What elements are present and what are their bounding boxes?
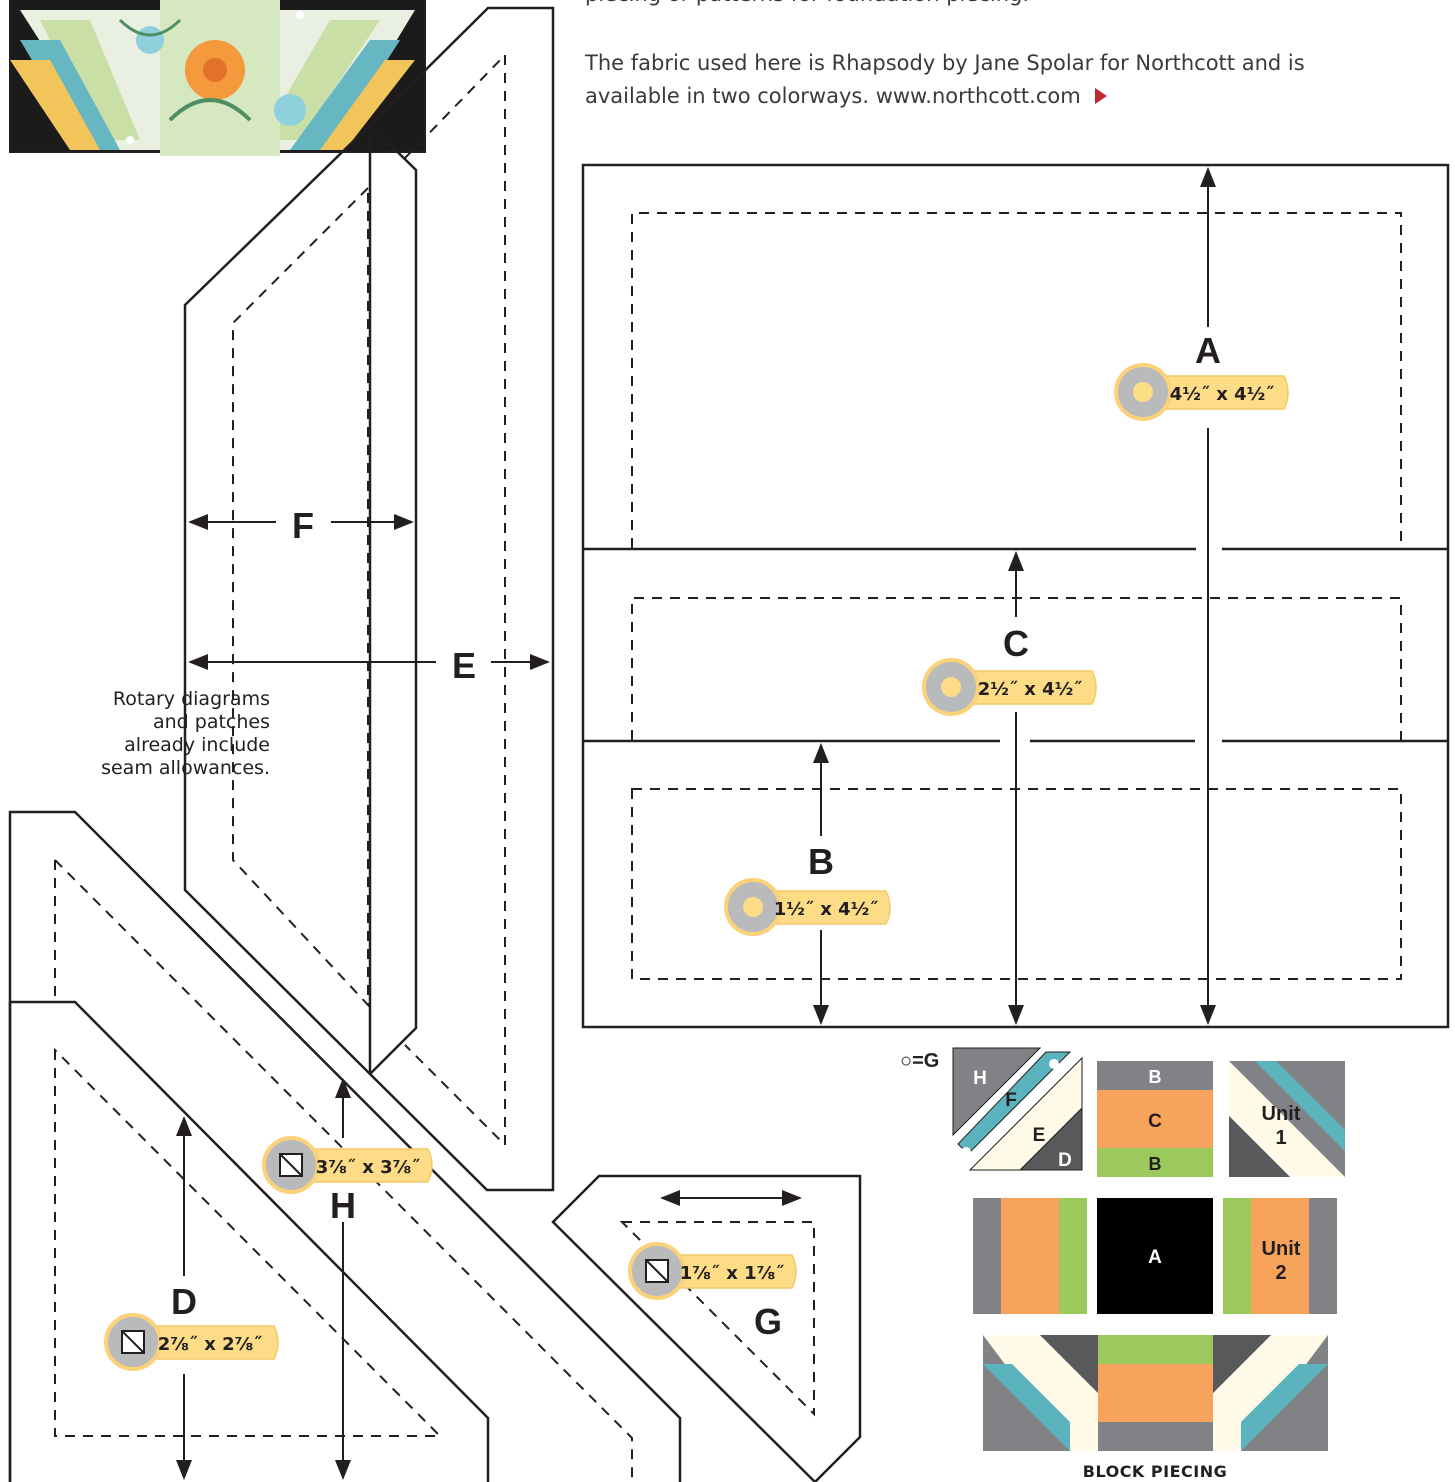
patch-D-letter: D (171, 1281, 197, 1322)
patch-E-letter: E (452, 645, 476, 686)
unit1-label-line2: 1 (1275, 1127, 1286, 1149)
size-H-text: 3⅞˝ x 3⅞˝ (316, 1157, 420, 1178)
size-C-text: 2½˝ x 4½˝ (978, 679, 1082, 700)
size-G-text: 1⅞˝ x 1⅞˝ (680, 1263, 784, 1284)
piecing-legend: ○=G (900, 1050, 939, 1072)
patch-H-outline (8, 810, 682, 1482)
block-photo (9, 0, 426, 156)
size-label-H: 3⅞˝ x 3⅞˝ (262, 1136, 433, 1194)
piece-C-label: C (1148, 1111, 1162, 1132)
size-label-G: 1⅞˝ x 1⅞˝ (628, 1242, 797, 1300)
size-label-B: 1½˝ x 4½˝ (724, 878, 891, 936)
patch-A-letter: A (1195, 330, 1221, 371)
size-label-C: 2½˝ x 4½˝ (922, 658, 1097, 716)
piece-E-label: E (1033, 1125, 1046, 1146)
patch-E-outline (368, 6, 555, 1192)
piece-F-label: F (1005, 1090, 1017, 1111)
patch-B-letter: B (808, 841, 834, 882)
intro-cut-line: piecing or patterns for foundation pieci… (585, 0, 1029, 11)
patch-G-letter: G (754, 1301, 782, 1342)
intro-text: piecing or patterns for foundation pieci… (585, 0, 1385, 131)
size-label-D: 2⅞˝ x 2⅞˝ (104, 1313, 279, 1371)
block-piecing: ○=G H F E D B C B Unit 1 A Unit (900, 1047, 1345, 1451)
patch-C-letter: C (1003, 623, 1029, 664)
note-line-1: Rotary diagrams (112, 688, 270, 710)
size-B-text: 1½˝ x 4½˝ (774, 899, 878, 920)
piece-D-label: D (1058, 1150, 1072, 1171)
patch-F-outline (183, 124, 418, 1075)
patch-D-outline (8, 1000, 490, 1482)
fabric-line-1: The fabric used here is Rhapsody by Jane… (585, 51, 1305, 75)
piece-A-label: A (1148, 1247, 1162, 1268)
size-D-text: 2⅞˝ x 2⅞˝ (158, 1334, 262, 1355)
piece-H-label: H (973, 1068, 987, 1089)
play-arrow-icon[interactable] (1095, 88, 1108, 104)
unit2-label-line2: 2 (1275, 1262, 1286, 1284)
unit1-label-line1: Unit (1262, 1103, 1301, 1125)
fabric-line-2: available in two colorways. www.northcot… (585, 84, 1081, 108)
note-line-2: and patches (152, 711, 270, 733)
block-piecing-caption: BLOCK PIECING (1082, 1462, 1228, 1481)
patch-F-letter: F (292, 505, 314, 546)
piece-B-top-label: B (1149, 1067, 1162, 1087)
piece-B-bottom-label: B (1149, 1154, 1162, 1174)
patch-G-outline (551, 1174, 862, 1482)
unit2-label-line1: Unit (1262, 1238, 1301, 1260)
patch-A-B-C-outline (581, 163, 1450, 1029)
patch-H-letter: H (330, 1185, 356, 1226)
size-label-A: 4½˝ x 4½˝ (1114, 363, 1289, 421)
size-A-text: 4½˝ x 4½˝ (1170, 384, 1274, 405)
